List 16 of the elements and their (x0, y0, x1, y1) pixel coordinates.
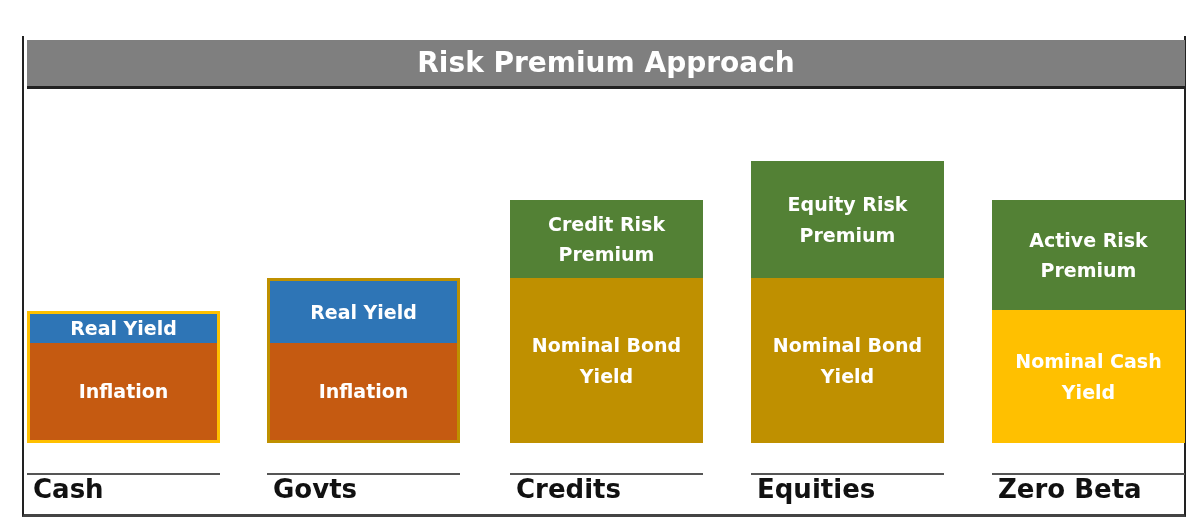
real-yield-block: Real Yield (27, 311, 220, 343)
inflation-block: Inflation (27, 343, 220, 443)
real-yield-block: Real Yield (267, 278, 460, 343)
stacked-block: Equity Risk Premium (751, 161, 944, 278)
title-band: Risk Premium Approach (27, 40, 1185, 89)
column-label: Govts (272, 474, 358, 504)
column-label: Cash (32, 474, 104, 504)
column-label: Equities (756, 474, 876, 504)
stacked-block: Active Risk Premium (992, 200, 1185, 310)
stacked-block: Nominal Cash Yield (992, 310, 1185, 443)
stacked-block: Nominal Bond Yield (751, 278, 944, 443)
column-label: Credits (515, 474, 621, 504)
inflation-block: Inflation (267, 343, 460, 443)
column-label: Zero Beta (997, 474, 1142, 504)
stacked-block: Nominal Bond Yield (510, 278, 703, 443)
stacked-block: Credit Risk Premium (510, 200, 703, 278)
